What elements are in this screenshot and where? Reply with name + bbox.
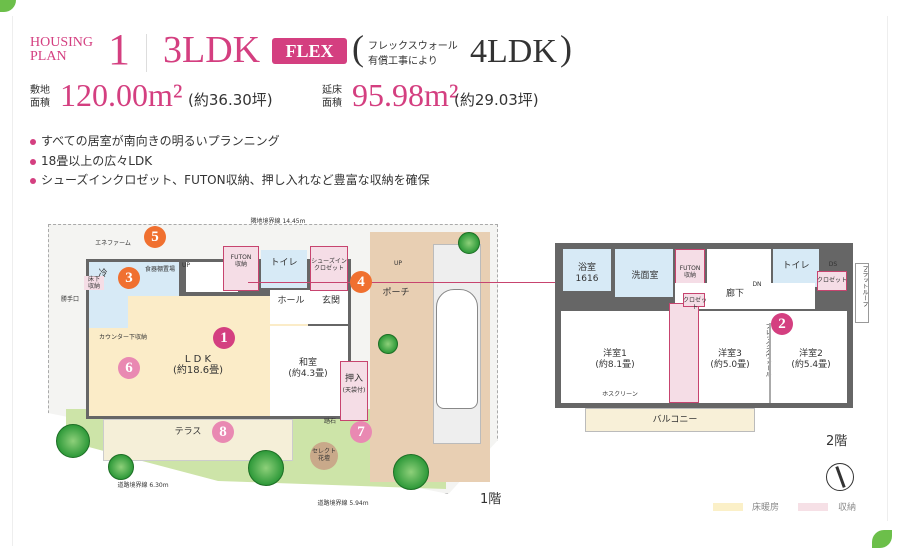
- room-ldk: L D K(約18.6畳): [172, 354, 224, 376]
- feature-item: すべての居室が南向きの明るいプランニング: [30, 133, 280, 149]
- flex-note: フレックスウォール有償工事により: [368, 41, 458, 67]
- leaf-icon: [0, 0, 16, 12]
- floor1-label: 1階: [480, 492, 502, 507]
- site-area-tsubo: (約36.30坪): [188, 91, 273, 109]
- left-border: [12, 16, 13, 546]
- badge-3: 3: [118, 267, 140, 289]
- paren-close: ): [560, 28, 572, 68]
- right-border: [887, 16, 888, 521]
- feature-item: シューズインクロゼット、FUTON収納、押し入れなど豊富な収納を確保: [30, 172, 430, 188]
- car-icon: [436, 289, 478, 409]
- badge-5: 5: [144, 226, 166, 248]
- floor-area-tsubo: (約29.03坪): [454, 91, 539, 109]
- flex-badge: FLEX: [272, 38, 347, 64]
- connector-line: [248, 282, 688, 283]
- alt-layout: 4LDK: [470, 33, 557, 70]
- site-area-label: 敷地面積: [30, 85, 50, 109]
- legend-swatch-floor-heating: [713, 503, 743, 511]
- floor1-plan: 隣地境界線 14.45m エネファーム 食器棚置場 冷 床下収納 勝手口 カウン…: [48, 218, 498, 507]
- floor2-label: 2階: [826, 434, 848, 449]
- floor-area-label: 延床面積: [322, 85, 342, 109]
- floor-area-value: 95.98m²: [352, 77, 459, 113]
- feature-item: 18畳以上の広々LDK: [30, 153, 152, 169]
- legend-swatch-storage: [798, 503, 828, 511]
- plan-number: 1: [108, 25, 130, 74]
- paren-open: (: [352, 28, 364, 68]
- badge-7: 7: [350, 421, 372, 443]
- divider: [146, 34, 147, 72]
- compass-icon: [826, 463, 854, 491]
- badge-8: 8: [212, 421, 234, 443]
- badge-2: 2: [771, 313, 793, 335]
- badge-4: 4: [350, 271, 372, 293]
- room-washitsu: 和室(約4.3畳): [288, 358, 328, 379]
- legend-floor-heating: 床暖房: [752, 503, 780, 513]
- layout-title: 3LDK: [163, 29, 261, 71]
- leaf-icon: [872, 530, 892, 548]
- badge-1: 1: [213, 327, 235, 349]
- badge-6: 6: [118, 357, 140, 379]
- flex-wall: [769, 323, 771, 403]
- legend-storage: 収納: [838, 503, 857, 513]
- site-area-value: 120.00m²: [60, 77, 183, 113]
